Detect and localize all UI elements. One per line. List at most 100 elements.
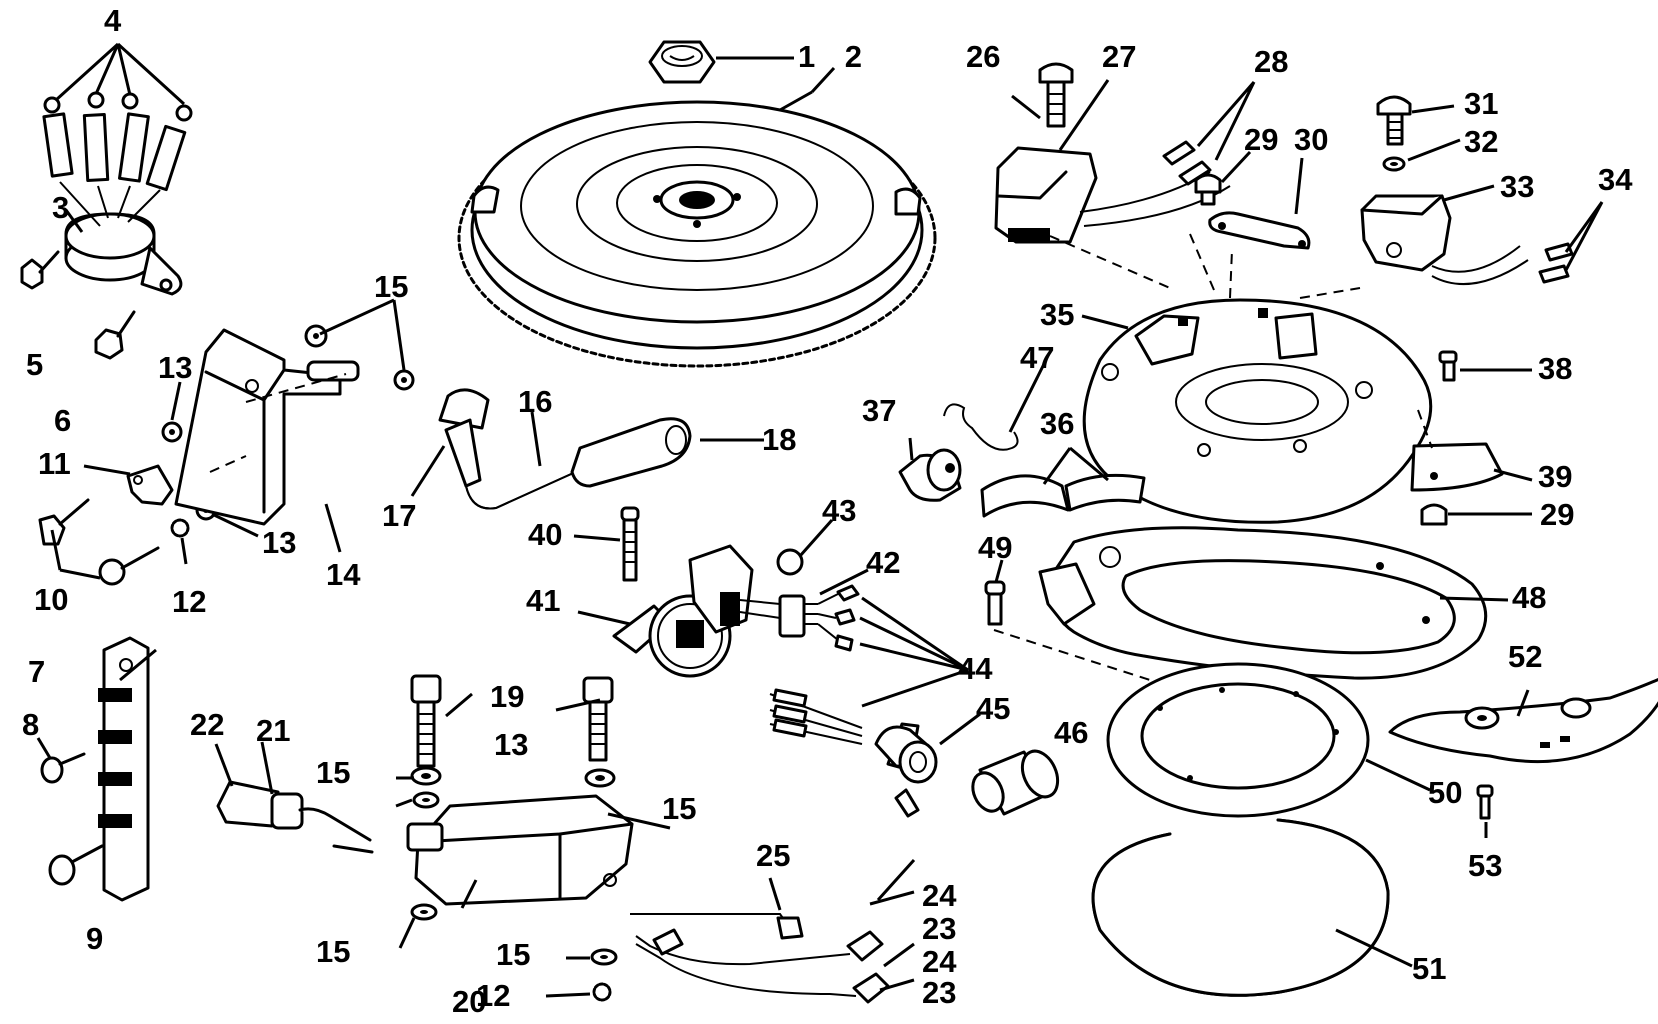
callout-17: 17 [382, 498, 416, 533]
callout-50: 50 [1428, 775, 1462, 810]
lock-washer-12-b [592, 982, 612, 1002]
callout-47: 47 [1020, 340, 1054, 375]
callout-5: 5 [26, 347, 43, 382]
bushing-46 [971, 749, 1060, 816]
callout-49: 49 [978, 530, 1012, 565]
callout-23-b: 23 [922, 975, 956, 1010]
callout-10: 10 [34, 582, 68, 617]
washer-15-c [412, 791, 440, 809]
washer-15-b [393, 369, 415, 391]
callout-14: 14 [326, 557, 361, 592]
screw-10-lower [98, 546, 160, 586]
callout-3: 3 [52, 190, 69, 225]
screw-6 [94, 310, 136, 360]
timer-base-41 [612, 544, 781, 678]
power-pack [406, 794, 634, 906]
washer-13-a [161, 421, 183, 443]
callout-33: 33 [1500, 169, 1534, 204]
callout-38: 38 [1538, 351, 1572, 386]
washer-15-f [590, 948, 618, 966]
flywheel [457, 100, 937, 368]
callout-36: 36 [1040, 406, 1074, 441]
callout-22: 22 [190, 707, 224, 742]
split-ring-51 [1091, 818, 1390, 997]
callout-26: 26 [966, 39, 1000, 74]
connector-42 [778, 594, 818, 638]
callout-52: 52 [1508, 639, 1542, 674]
callout-13-c: 13 [494, 727, 528, 762]
callout-51: 51 [1412, 951, 1446, 986]
armature-plate [1082, 298, 1433, 524]
callout-12-b: 12 [476, 978, 510, 1013]
callout-24-a: 24 [922, 878, 957, 913]
callout-4: 4 [104, 3, 122, 38]
cable-clamp [126, 464, 174, 506]
callout-8: 8 [22, 707, 39, 742]
screw-53 [1476, 784, 1494, 820]
callout-12-a: 12 [172, 584, 206, 619]
flywheel-nut [648, 40, 716, 84]
callout-43: 43 [822, 493, 856, 528]
washer-32 [1382, 156, 1406, 172]
cam-45 [874, 722, 938, 818]
callout-39: 39 [1538, 459, 1572, 494]
callout-46: 46 [1054, 715, 1088, 750]
callout-23-a: 23 [922, 911, 956, 946]
clip-43 [776, 548, 804, 576]
callout-6: 6 [54, 403, 71, 438]
screw-31 [1376, 95, 1412, 146]
wire-harness [630, 913, 890, 1004]
callout-24-b: 24 [922, 944, 957, 979]
callout-44: 44 [958, 651, 993, 686]
shaft-37 [898, 448, 962, 502]
callout-13-a: 13 [158, 350, 192, 385]
callout-48: 48 [1512, 580, 1546, 615]
charge-coil-33 [1360, 194, 1529, 286]
screw-5 [20, 250, 60, 290]
connector-plug [216, 780, 374, 854]
callout-15-a: 15 [374, 269, 408, 304]
callout-numbers: 1 2 3 4 5 6 7 8 9 10 11 12 12 13 13 13 1… [22, 3, 1633, 1019]
sensor-coil-27 [994, 146, 1231, 244]
bracket-39 [1410, 442, 1504, 492]
washer-15-a [304, 324, 328, 348]
spark-plug-lead [438, 388, 692, 510]
callout-20: 20 [452, 984, 486, 1019]
washer-15-e [410, 903, 438, 921]
callout-41: 41 [526, 583, 560, 618]
callout-13-b: 13 [262, 525, 296, 560]
callout-21: 21 [256, 713, 290, 748]
ignition-coil [174, 328, 360, 526]
retainer-plate-30 [1208, 211, 1311, 250]
retainer-ring-50 [1106, 662, 1370, 818]
callout-40: 40 [528, 517, 562, 552]
wire-terminals-34 [1538, 242, 1574, 284]
screw-9 [48, 844, 104, 886]
callout-32: 32 [1464, 124, 1498, 159]
leader-lines [36, 42, 1604, 998]
retainer-36 [980, 473, 1146, 518]
callout-27: 27 [1102, 39, 1136, 74]
callout-30: 30 [1294, 122, 1328, 157]
callout-11: 11 [38, 446, 71, 481]
callout-2: 2 [845, 39, 862, 74]
assembly-alignment-lines [209, 233, 1433, 681]
callout-28: 28 [1254, 44, 1288, 79]
callout-1: 1 [798, 39, 815, 74]
lock-washer-12 [170, 518, 190, 538]
wire-terminals-28 [1162, 140, 1212, 186]
callout-18: 18 [762, 422, 796, 457]
spring-47 [943, 403, 1019, 451]
screw-29-lower [1420, 503, 1448, 526]
washer-13-c [410, 766, 442, 786]
callout-16: 16 [518, 384, 552, 419]
callout-29-b: 29 [1540, 497, 1574, 532]
bolt-19-right [582, 676, 614, 762]
terminal-block [98, 636, 150, 902]
callout-42: 42 [866, 545, 900, 580]
washer-13-d [584, 768, 616, 788]
callout-35: 35 [1040, 297, 1074, 332]
callout-9: 9 [86, 921, 103, 956]
support-plate-48 [1038, 526, 1488, 680]
